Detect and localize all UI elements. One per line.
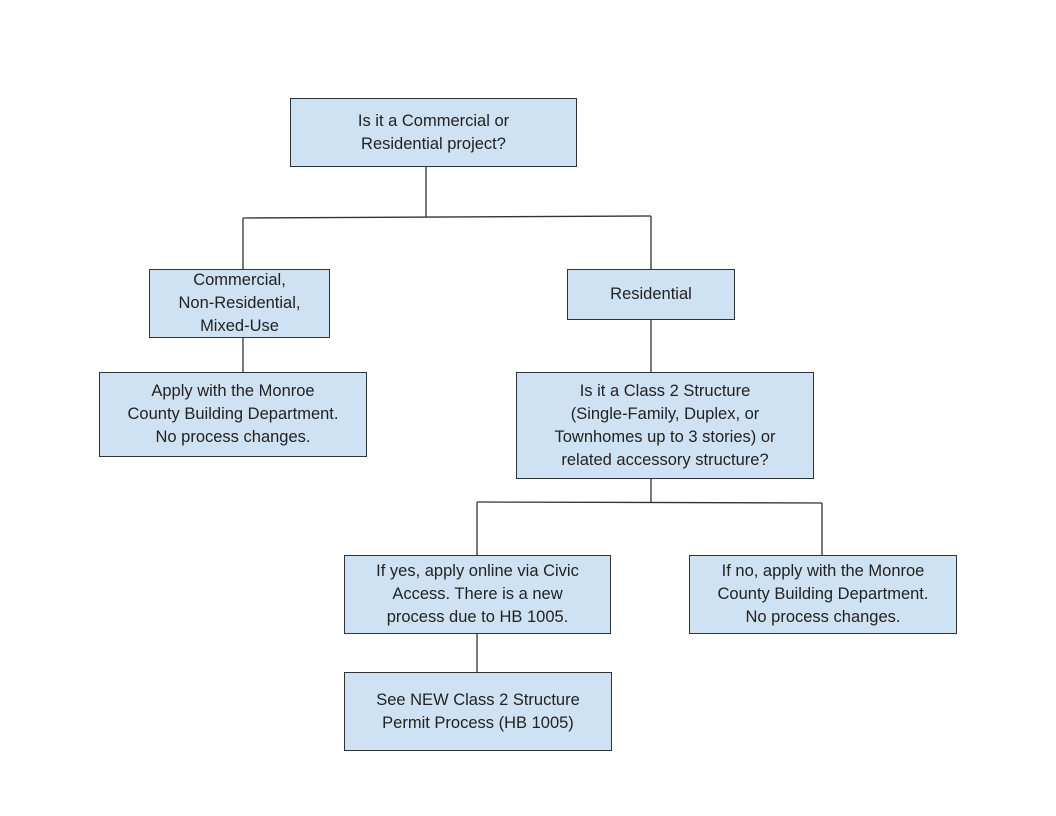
node-text-line: Is it a Commercial or [357, 111, 510, 130]
node-text-line: Permit Process (HB 1005) [382, 713, 574, 732]
node-text-line: No process changes. [745, 608, 901, 626]
node-text-line: If no, apply with the Monroe [721, 562, 925, 580]
node-text: Is it a Class 2 Structure (Single-Family,… [554, 380, 775, 472]
node-text-line: Is it a Class 2 Structure [579, 381, 751, 400]
node-text: Residential [610, 283, 692, 306]
node-text-line: Non-Residential, [178, 294, 301, 312]
node-text-line: Mixed-Use [200, 317, 279, 335]
node-root: Is it a Commercial or Residential project… [290, 98, 577, 167]
node-residential: Residential [567, 269, 735, 320]
connector-class2-bar [476, 501, 823, 504]
node-text-line: County Building Department. [717, 585, 929, 603]
node-text-line: County Building Department. [127, 405, 339, 423]
node-class2-question: Is it a Class 2 Structure (Single-Family,… [516, 372, 814, 479]
node-text-line: Apply with the Monroe [151, 382, 315, 400]
node-text-line: (Single-Family, Duplex, or [570, 404, 760, 423]
node-text-line: No process changes. [155, 428, 311, 446]
connector-group [242, 167, 823, 672]
node-text: Commercial, Non-Residential, Mixed-Use [179, 269, 301, 338]
node-text-line: Residential [610, 285, 692, 303]
node-commercial: Commercial, Non-Residential, Mixed-Use [149, 269, 330, 338]
node-text-line: See NEW Class 2 Structure [376, 690, 580, 709]
node-text-line: Access. There is a new [392, 585, 563, 603]
node-text: Is it a Commercial or Residential project… [358, 110, 509, 156]
node-text-line: Residential project? [361, 134, 506, 153]
node-text-line: If yes, apply online via Civic [376, 562, 579, 580]
connector-root-bar [242, 215, 652, 219]
node-text-line: Commercial, [193, 271, 286, 289]
node-text-line: related accessory structure? [561, 450, 769, 469]
node-text-line: process due to HB 1005. [386, 608, 569, 626]
node-text-line: Townhomes up to 3 stories) or [554, 427, 776, 446]
